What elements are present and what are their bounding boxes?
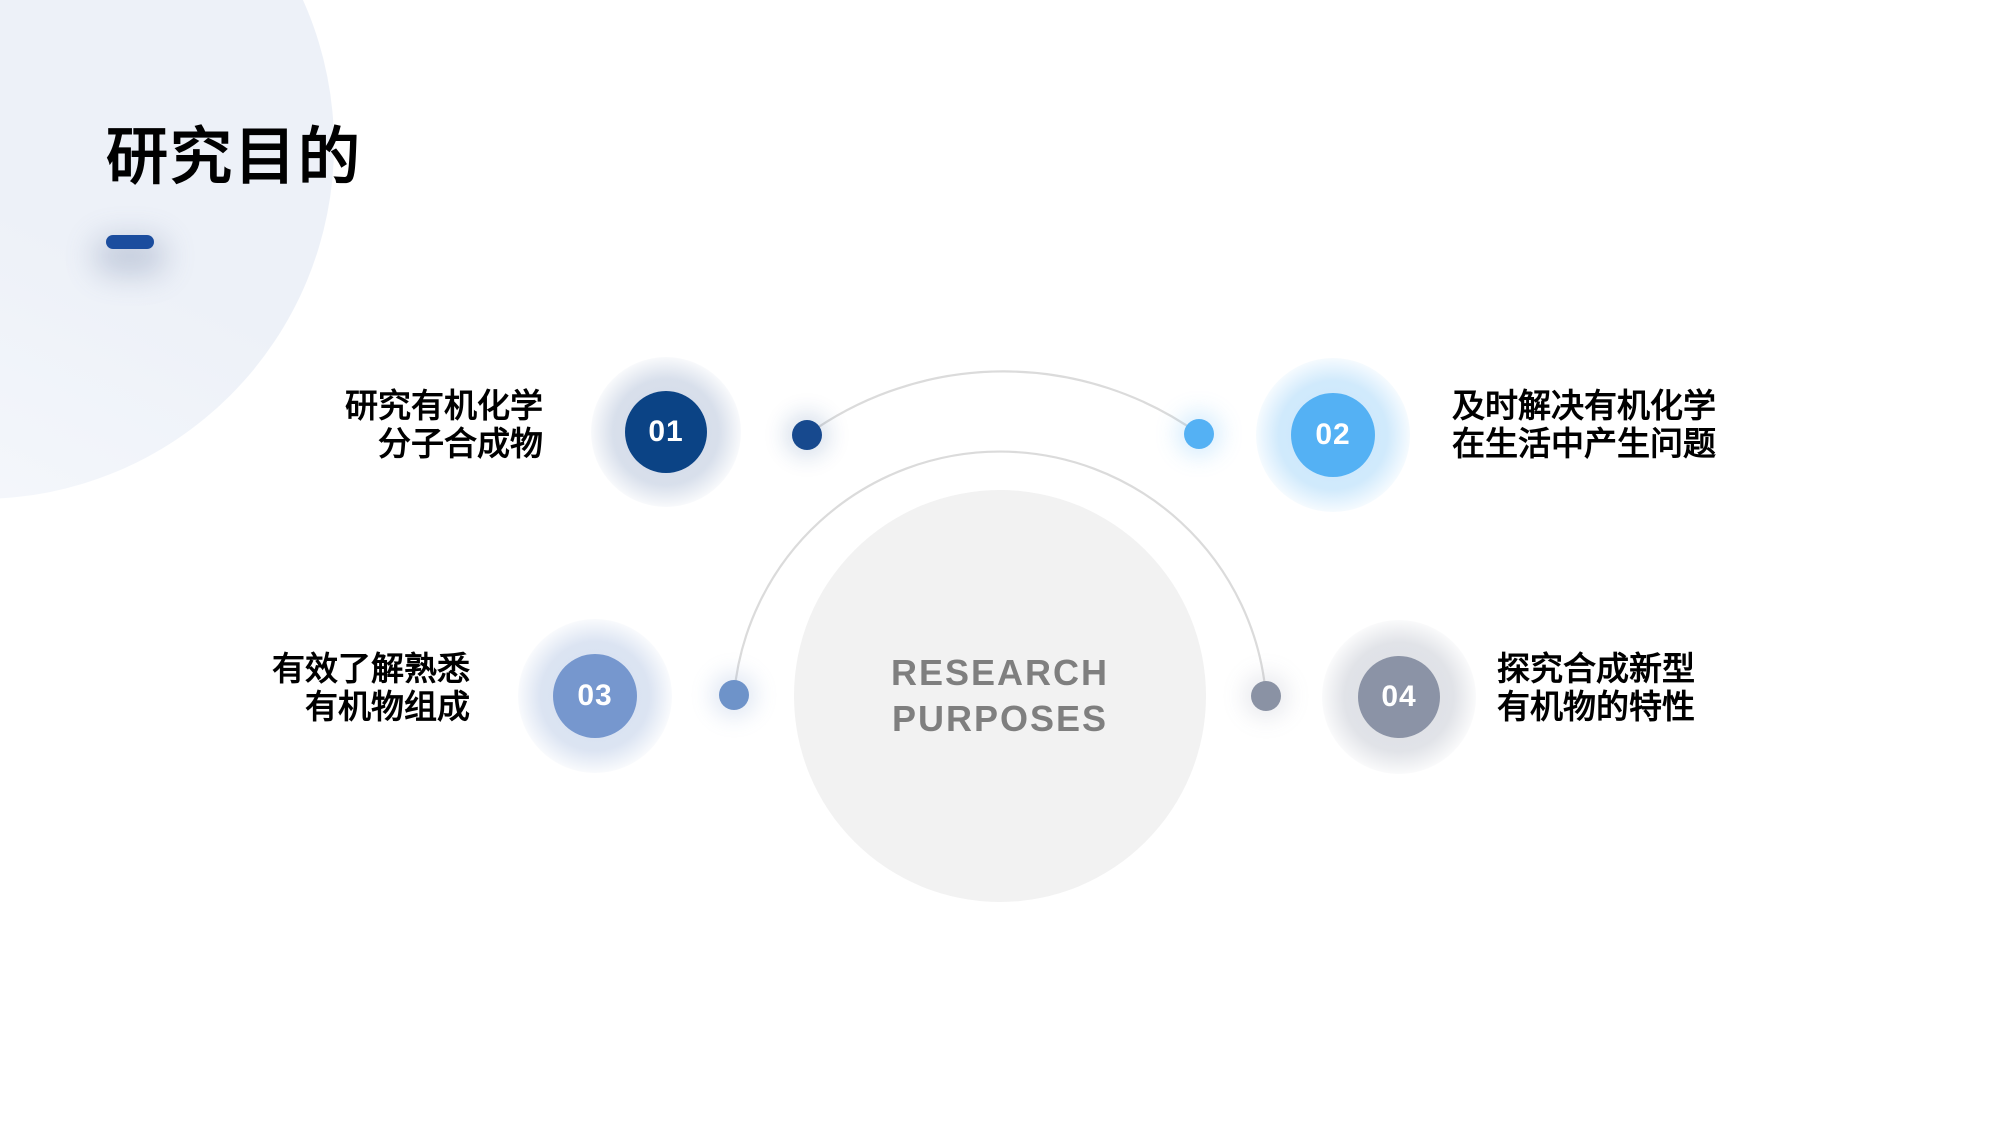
- item-03-badge: 03: [553, 654, 637, 738]
- item-02-caption: 及时解决有机化学 在生活中产生问题: [1452, 387, 1716, 463]
- item-01-badge: 01: [625, 391, 707, 473]
- item-01-connector-dot: [792, 420, 822, 450]
- item-03-caption-line1: 有效了解熟悉: [272, 650, 470, 687]
- item-04-caption-line2: 有机物的特性: [1497, 688, 1695, 725]
- item-03-caption: 有效了解熟悉 有机物组成: [272, 650, 470, 726]
- item-03-caption-line2: 有机物组成: [305, 688, 470, 725]
- title-accent-bar: [106, 235, 154, 249]
- page-title: 研究目的: [106, 123, 363, 192]
- item-01-caption-line1: 研究有机化学: [345, 387, 543, 424]
- item-02-caption-line1: 及时解决有机化学: [1452, 387, 1716, 424]
- center-circle: RESEARCH PURPOSES: [794, 490, 1206, 902]
- center-title-line1: RESEARCH: [890, 652, 1110, 693]
- item-03-connector-dot: [719, 680, 749, 710]
- item-01-caption-line2: 分子合成物: [378, 425, 543, 462]
- outer-arc: [805, 370, 1201, 437]
- item-01-caption: 研究有机化学 分子合成物: [345, 387, 543, 463]
- inner-arc: [732, 450, 1268, 698]
- item-02-caption-line2: 在生活中产生问题: [1452, 425, 1716, 462]
- item-04-badge: 04: [1358, 656, 1440, 738]
- item-04-caption-line1: 探究合成新型: [1497, 650, 1695, 687]
- center-title-line2: PURPOSES: [891, 698, 1109, 739]
- item-02-badge: 02: [1291, 393, 1375, 477]
- item-04-caption: 探究合成新型 有机物的特性: [1497, 650, 1695, 726]
- item-02-connector-dot: [1184, 419, 1214, 449]
- item-04-connector-dot: [1251, 681, 1281, 711]
